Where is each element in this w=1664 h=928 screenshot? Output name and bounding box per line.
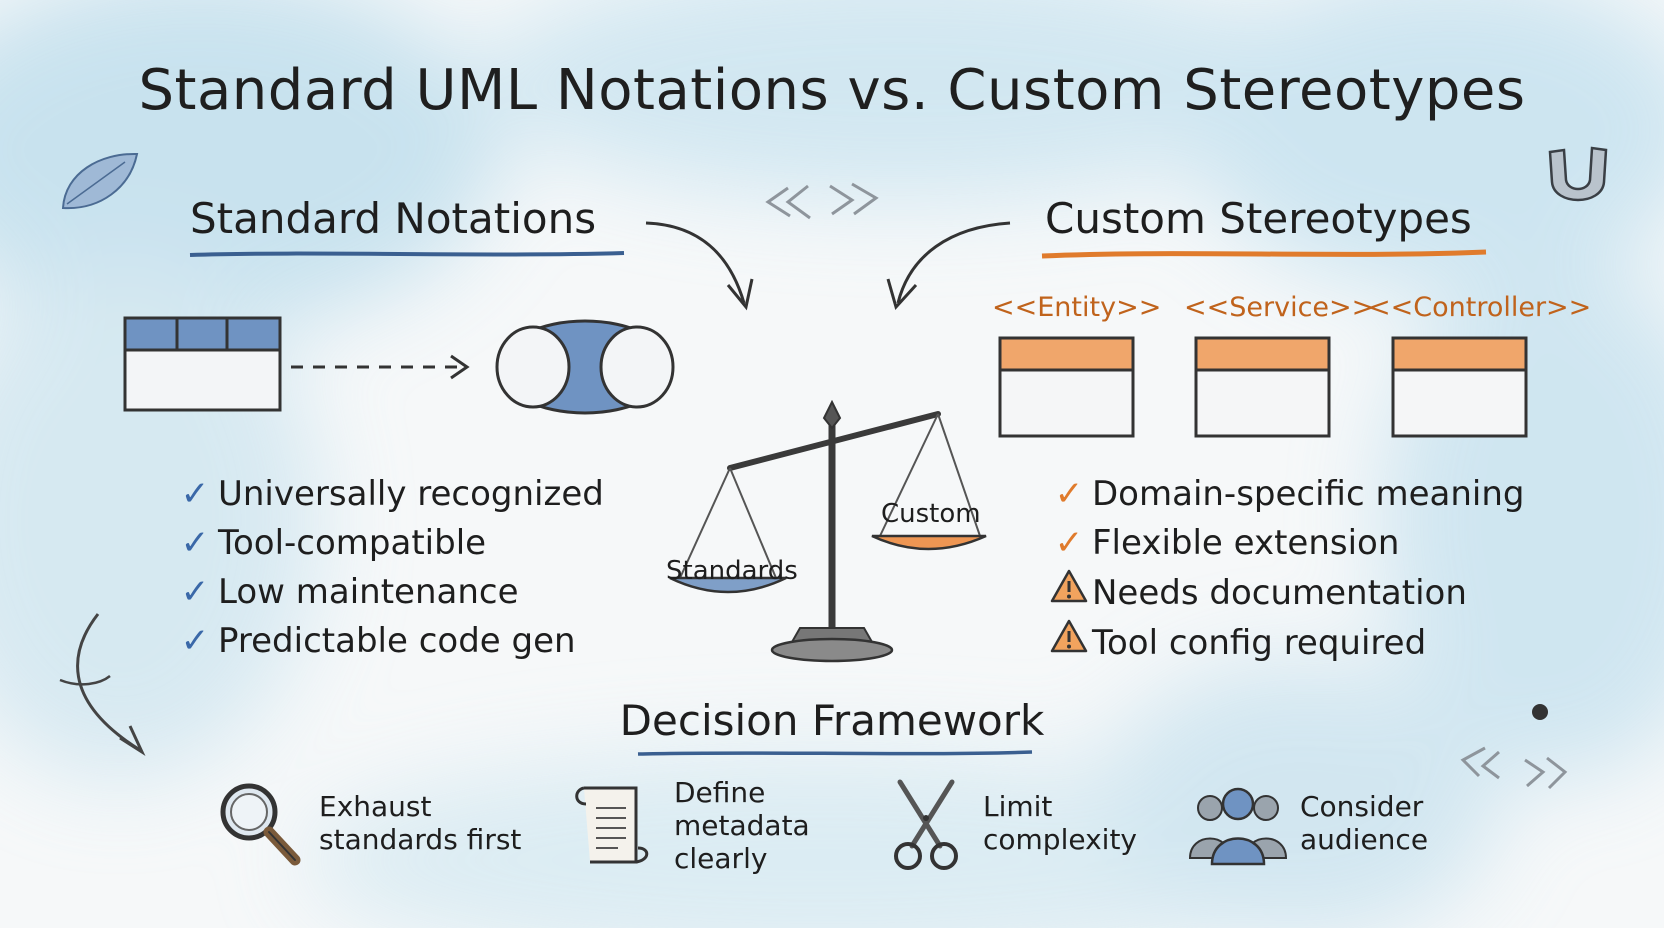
list-item: ✓Universally recognized [172, 470, 604, 519]
decision-framework-heading: Decision Framework [619, 696, 1045, 745]
list-item: ✓Domain-specific meaning [1046, 470, 1525, 519]
decision-item-text: Limit complexity [983, 790, 1137, 856]
decision-item-text: Consider audience [1300, 790, 1429, 856]
list-item: ✓Tool-compatible [172, 519, 604, 568]
class-box-icon [123, 316, 282, 412]
standard-uml-diagram [123, 316, 675, 415]
check-icon: ✓ [180, 474, 210, 514]
stereotype-label: <<Service>> [1184, 292, 1375, 323]
scissors-icon [894, 779, 958, 870]
stereotype-label: <<Controller>> [1368, 292, 1592, 323]
leaf-icon [61, 152, 139, 210]
list-item: Needs documentation [1046, 568, 1524, 618]
class-box-icon [1391, 336, 1528, 438]
arrow-to-scale-right [886, 221, 1011, 311]
custom-benefits-list: ✓Domain-specific meaning ✓Flexible exten… [1046, 470, 1524, 668]
magnet-icon [1548, 146, 1608, 202]
standard-benefits-list: ✓Universally recognized ✓Tool-compatible… [172, 470, 604, 666]
dot-icon [1532, 704, 1548, 720]
magnifier-icon [220, 783, 301, 866]
page-title: Standard UML Notations vs. Custom Stereo… [138, 58, 1526, 123]
custom-stereotypes-heading: Custom Stereotypes [1045, 194, 1472, 243]
class-box-icon [998, 336, 1135, 438]
stereotype-class-boxes [998, 336, 1528, 438]
list-item: ✓Flexible extension [1046, 519, 1524, 568]
list-item: ✓Low maintenance [172, 568, 604, 617]
scale-label-custom: Custom [881, 499, 981, 529]
standard-notations-heading: Standard Notations [190, 194, 597, 243]
scroll-icon [575, 786, 649, 864]
check-icon: ✓ [1054, 523, 1084, 563]
arrow-to-scale-left [645, 221, 754, 311]
check-icon: ✓ [180, 621, 210, 661]
guillemet-doodle-icon [765, 182, 879, 220]
use-case-ellipse-icon [495, 319, 675, 415]
decision-item-text: Define metadata clearly [674, 776, 810, 875]
scale-label-standards: Standards [666, 556, 798, 586]
balance-scale-icon [669, 400, 987, 663]
check-icon: ✓ [180, 523, 210, 563]
standard-underline [189, 251, 625, 257]
list-item: ✓Predictable code gen [172, 617, 604, 666]
dashed-dependency-arrow [291, 354, 470, 380]
decision-item-text: Exhaust standards first [319, 790, 522, 856]
warning-icon [1046, 618, 1092, 668]
guillemet-doodle-icon [1460, 746, 1568, 790]
check-icon: ✓ [180, 572, 210, 612]
curved-arrow-icon [59, 613, 146, 757]
warning-icon [1046, 568, 1092, 618]
custom-underline [1041, 249, 1487, 259]
check-icon: ✓ [1054, 474, 1084, 514]
class-box-icon [1194, 336, 1331, 438]
people-icon [1188, 787, 1288, 866]
list-item: Tool config required [1046, 618, 1524, 668]
decision-underline [637, 750, 1033, 756]
stereotype-label: <<Entity>> [992, 292, 1162, 323]
